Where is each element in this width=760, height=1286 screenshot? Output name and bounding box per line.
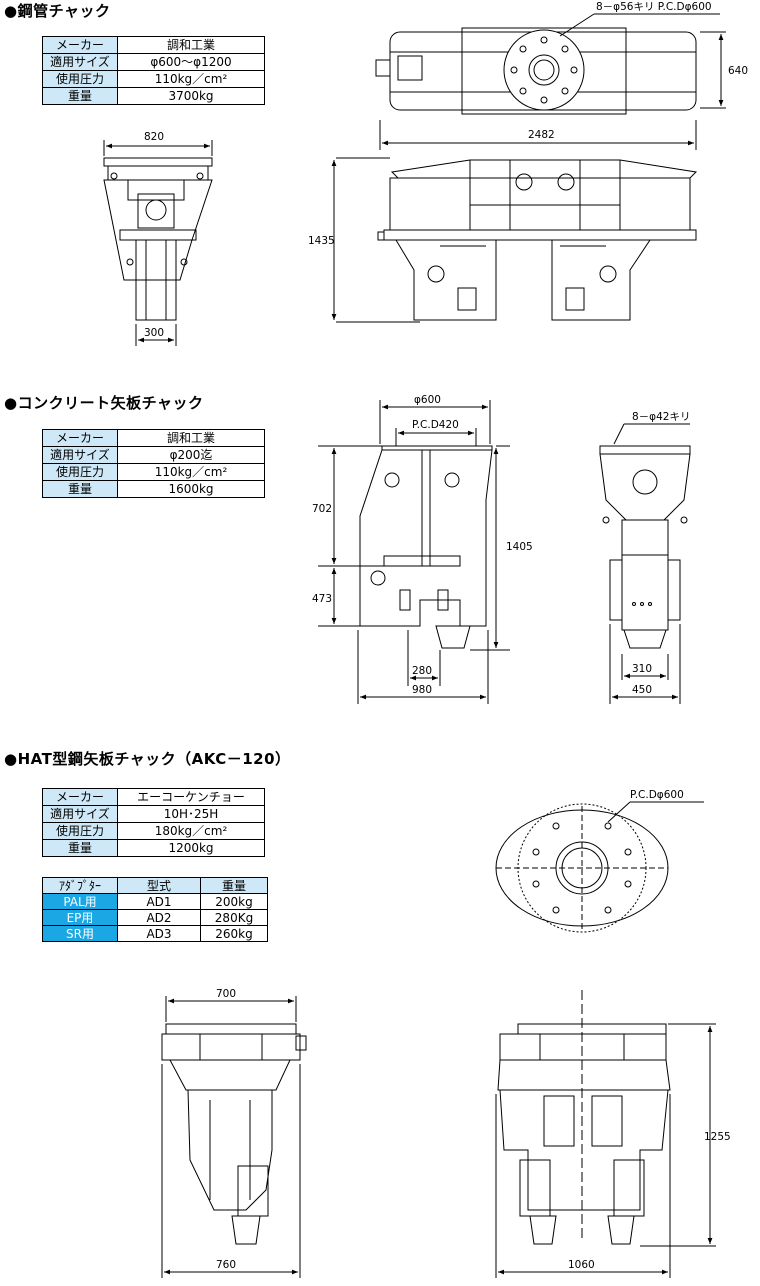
spec-key: メーカー xyxy=(42,429,118,447)
section-title-steel-pipe-chuck: ●鋼管チャック xyxy=(4,2,111,20)
dim-760: 760 xyxy=(216,1259,236,1271)
dim-473: 473 xyxy=(312,593,332,605)
dim-450: 450 xyxy=(632,684,652,696)
adapter-weight: 260kg xyxy=(200,925,268,942)
dim-2482: 2482 xyxy=(528,129,555,141)
steel-chuck-top-view xyxy=(375,27,697,115)
spec-key: 重量 xyxy=(42,839,118,857)
spec-key: 適用サイズ xyxy=(42,446,118,464)
adapter-header-row: ｱﾀﾞﾌﾟﾀｰ 型式 重量 xyxy=(42,877,268,894)
dim-300: 300 xyxy=(144,327,164,339)
dim-280: 280 xyxy=(412,665,432,677)
spec-key: 重量 xyxy=(42,87,118,105)
spec-value: 3700kg xyxy=(117,87,265,105)
dim-310: 310 xyxy=(632,663,652,675)
spec-value: 180kg／cm² xyxy=(117,822,265,840)
hat-chuck-plan-view xyxy=(495,803,669,933)
dim-1435: 1435 xyxy=(308,235,335,247)
adapter-row: EP用 AD2 280Kg xyxy=(42,909,268,926)
adapter-header: ｱﾀﾞﾌﾟﾀｰ xyxy=(42,877,118,894)
dim-bolt-concrete: 8－φ42キリ xyxy=(632,411,690,423)
adapter-model: AD2 xyxy=(117,909,201,926)
dim-700: 700 xyxy=(216,988,236,1000)
section-title-concrete-chuck: ●コンクリート矢板チャック xyxy=(4,394,204,412)
hat-chuck-front-view xyxy=(497,990,671,1245)
steel-chuck-side-view xyxy=(103,157,213,321)
hat-chuck-side-view xyxy=(161,1023,307,1245)
spec-value: 1200kg xyxy=(117,839,265,857)
dim-bolt-steel: 8－φ56キリ P.C.Dφ600 xyxy=(596,1,712,13)
spec-key: メーカー xyxy=(42,36,118,54)
adapter-model: AD3 xyxy=(117,925,201,942)
spec-key: 重量 xyxy=(42,480,118,498)
adapter-row: SR用 AD3 260kg xyxy=(42,925,268,942)
adapter-table: ｱﾀﾞﾌﾟﾀｰ 型式 重量 PAL用 AD1 200kg EP用 AD2 280… xyxy=(42,877,268,942)
spec-row: メーカーエーコーケンチョー xyxy=(42,788,265,806)
dim-640: 640 xyxy=(728,65,748,77)
spec-key: 適用サイズ xyxy=(42,53,118,71)
spec-key: 使用圧力 xyxy=(42,463,118,481)
steel-chuck-front-view xyxy=(377,159,698,321)
spec-row: メーカー調和工業 xyxy=(42,36,265,54)
spec-key: 適用サイズ xyxy=(42,805,118,823)
spec-value: 110kg／cm² xyxy=(117,70,265,88)
dim-phi600: φ600 xyxy=(414,394,441,406)
adapter-header: 重量 xyxy=(200,877,268,894)
dim-702: 702 xyxy=(312,503,332,515)
dim-1255: 1255 xyxy=(704,1131,731,1143)
spec-key: 使用圧力 xyxy=(42,822,118,840)
spec-value: 1600kg xyxy=(117,480,265,498)
dim-pcd600: P.C.Dφ600 xyxy=(630,789,684,801)
concrete-chuck-side-view xyxy=(599,445,691,649)
dim-980: 980 xyxy=(412,684,432,696)
dim-1405: 1405 xyxy=(506,541,533,553)
spec-value: φ200迄 xyxy=(117,446,265,464)
dim-1060: 1060 xyxy=(568,1259,595,1271)
spec-value: 10H･25H xyxy=(117,805,265,823)
section-title-hat-chuck: ●HAT型鋼矢板チャック（AKC－120） xyxy=(4,750,291,768)
spec-key: 使用圧力 xyxy=(42,70,118,88)
dim-820: 820 xyxy=(144,131,164,143)
dim-pcd420: P.C.D420 xyxy=(412,419,459,431)
concrete-chuck-front-view xyxy=(359,445,493,649)
adapter-name: SR用 xyxy=(42,925,118,942)
